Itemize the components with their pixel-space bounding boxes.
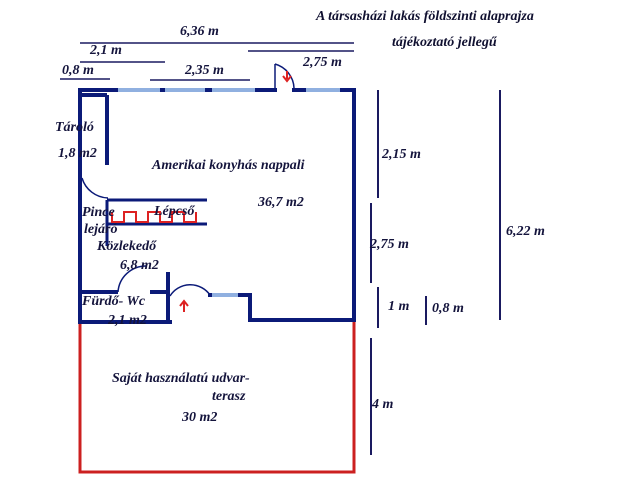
dim-label-4: 4 m bbox=[372, 397, 394, 412]
terrace-door bbox=[169, 284, 211, 297]
room-label-bath: Fürdő- Wc bbox=[82, 294, 146, 309]
bathroom-door bbox=[117, 265, 147, 293]
room-label-cellar: Pince bbox=[82, 205, 115, 220]
stairs bbox=[105, 198, 207, 246]
plan-title: A társasházi lakás földszinti alaprajza bbox=[316, 9, 534, 24]
dim-label-2-75-top: 2,75 m bbox=[303, 55, 342, 70]
storage-walls bbox=[80, 93, 109, 165]
room-label-terrace-2: terasz bbox=[212, 389, 246, 404]
dim-label-6-22: 6,22 m bbox=[506, 224, 545, 239]
room-label-hall: Közlekedő bbox=[97, 239, 157, 254]
room-area-bath: 2,1 m2 bbox=[108, 313, 147, 328]
room-label-living: Amerikai konyhás nappali bbox=[152, 158, 305, 173]
room-label-stairs: Lépcső bbox=[154, 204, 195, 219]
dim-label-2-15: 2,15 m bbox=[382, 147, 421, 162]
entrance-arrow-icon bbox=[282, 71, 292, 83]
dim-label-0-8-side: 0,8 m bbox=[432, 301, 464, 316]
room-area-hall: 6,8 m2 bbox=[120, 258, 159, 273]
storage-door bbox=[81, 177, 109, 199]
dim-label-2-35: 2,35 m bbox=[185, 63, 224, 78]
room-label-storage: Tároló bbox=[55, 120, 94, 135]
terrace-door-arrow-icon bbox=[179, 299, 189, 312]
outer-walls bbox=[78, 88, 356, 324]
room-label-terrace: Saját használatú udvar- bbox=[112, 371, 250, 386]
dim-label-total-width: 6,36 m bbox=[180, 24, 219, 39]
interior-walls bbox=[80, 272, 170, 322]
dim-label-0-8-top: 0,8 m bbox=[62, 63, 94, 78]
room-area-living: 36,7 m2 bbox=[258, 195, 304, 210]
plan-subtitle: tájékoztató jellegű bbox=[392, 35, 497, 50]
room-label-cellar-2: lejáró bbox=[84, 222, 118, 237]
room-area-terrace: 30 m2 bbox=[182, 410, 218, 425]
dim-label-2-1: 2,1 m bbox=[90, 43, 122, 58]
room-area-storage: 1,8 m2 bbox=[58, 146, 97, 161]
dim-label-2-75-side: 2,75 m bbox=[370, 237, 409, 252]
windows-top bbox=[118, 88, 340, 297]
dim-label-1: 1 m bbox=[388, 299, 410, 314]
entrance-door bbox=[274, 63, 295, 90]
terrace-outline bbox=[78, 322, 356, 474]
